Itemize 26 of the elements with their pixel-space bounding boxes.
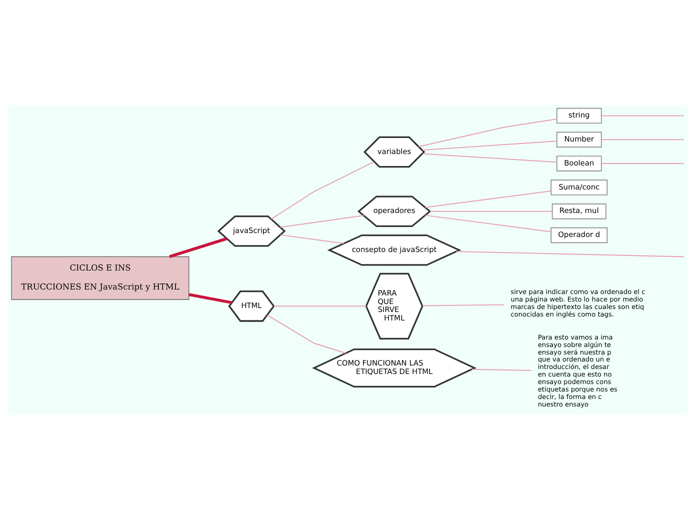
- connector: [266, 314, 346, 354]
- node-box: Number: [556, 132, 602, 148]
- node-box: string: [556, 108, 602, 124]
- connector: [188, 293, 232, 304]
- node-box: CICLOS E INS TRUCCIONES EN JavaScript y HTML: [11, 256, 190, 300]
- connector: [274, 306, 367, 307]
- connector: [280, 234, 344, 244]
- connector: [422, 304, 504, 306]
- connector: [280, 215, 364, 228]
- node-box: Operador d: [550, 227, 608, 244]
- connector: [422, 140, 558, 151]
- connector: [418, 118, 558, 148]
- node-box: Boolean: [556, 156, 602, 172]
- connector: [456, 251, 684, 258]
- connector: [424, 214, 552, 232]
- connector: [600, 139, 684, 140]
- connector: [424, 190, 552, 208]
- node-box: Resta, mul: [552, 204, 606, 220]
- connector: [430, 210, 553, 212]
- connector: [422, 153, 558, 163]
- connector: [600, 163, 684, 164]
- connector: [471, 368, 532, 371]
- connector: [169, 237, 228, 258]
- connector: [600, 115, 684, 116]
- node-box: Suma/conc: [550, 180, 608, 196]
- connector: [270, 161, 374, 220]
